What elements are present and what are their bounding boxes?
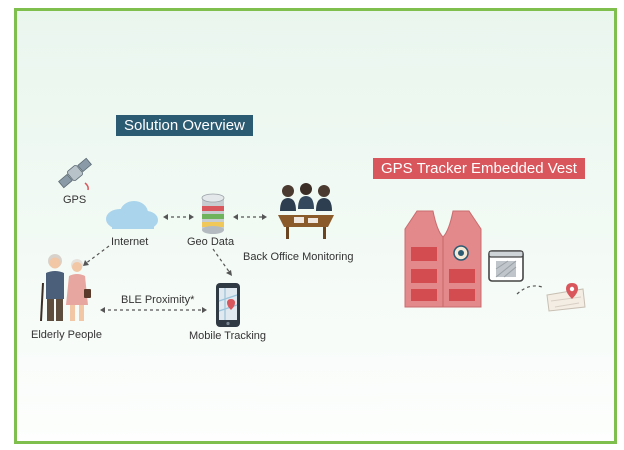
mobile-tracking-label: Mobile Tracking: [189, 330, 267, 342]
vest-icon: [404, 210, 482, 308]
internet-label: Internet: [111, 236, 149, 248]
tracker-link: [516, 285, 543, 295]
ble-proximity-label: BLE Proximity*: [121, 294, 195, 306]
map-pin-icon: [546, 283, 586, 312]
back-office-label: Back Office Monitoring: [243, 251, 354, 263]
connector-lines: [83, 214, 543, 313]
elderly-couple-icon: [40, 254, 91, 322]
vest-title: GPS Tracker Embedded Vest: [373, 158, 585, 179]
satellite-icon: [58, 157, 92, 191]
meeting-icon: [278, 183, 334, 239]
solution-overview-title: Solution Overview: [116, 115, 253, 136]
elderly-label: Elderly People: [31, 329, 102, 341]
geo-data-label: Geo Data: [187, 236, 235, 248]
tracker-device-icon: [488, 250, 524, 282]
smartphone-icon: [216, 283, 240, 327]
cloud-icon: [106, 201, 158, 229]
connector-internet-elderly: [84, 245, 110, 265]
gps-label: GPS: [63, 194, 87, 206]
connector-geodata-mobile: [212, 248, 231, 274]
database-icon: [201, 193, 225, 234]
diagram-frame: Solution Overview GPS Tracker Embedded V…: [14, 8, 617, 444]
